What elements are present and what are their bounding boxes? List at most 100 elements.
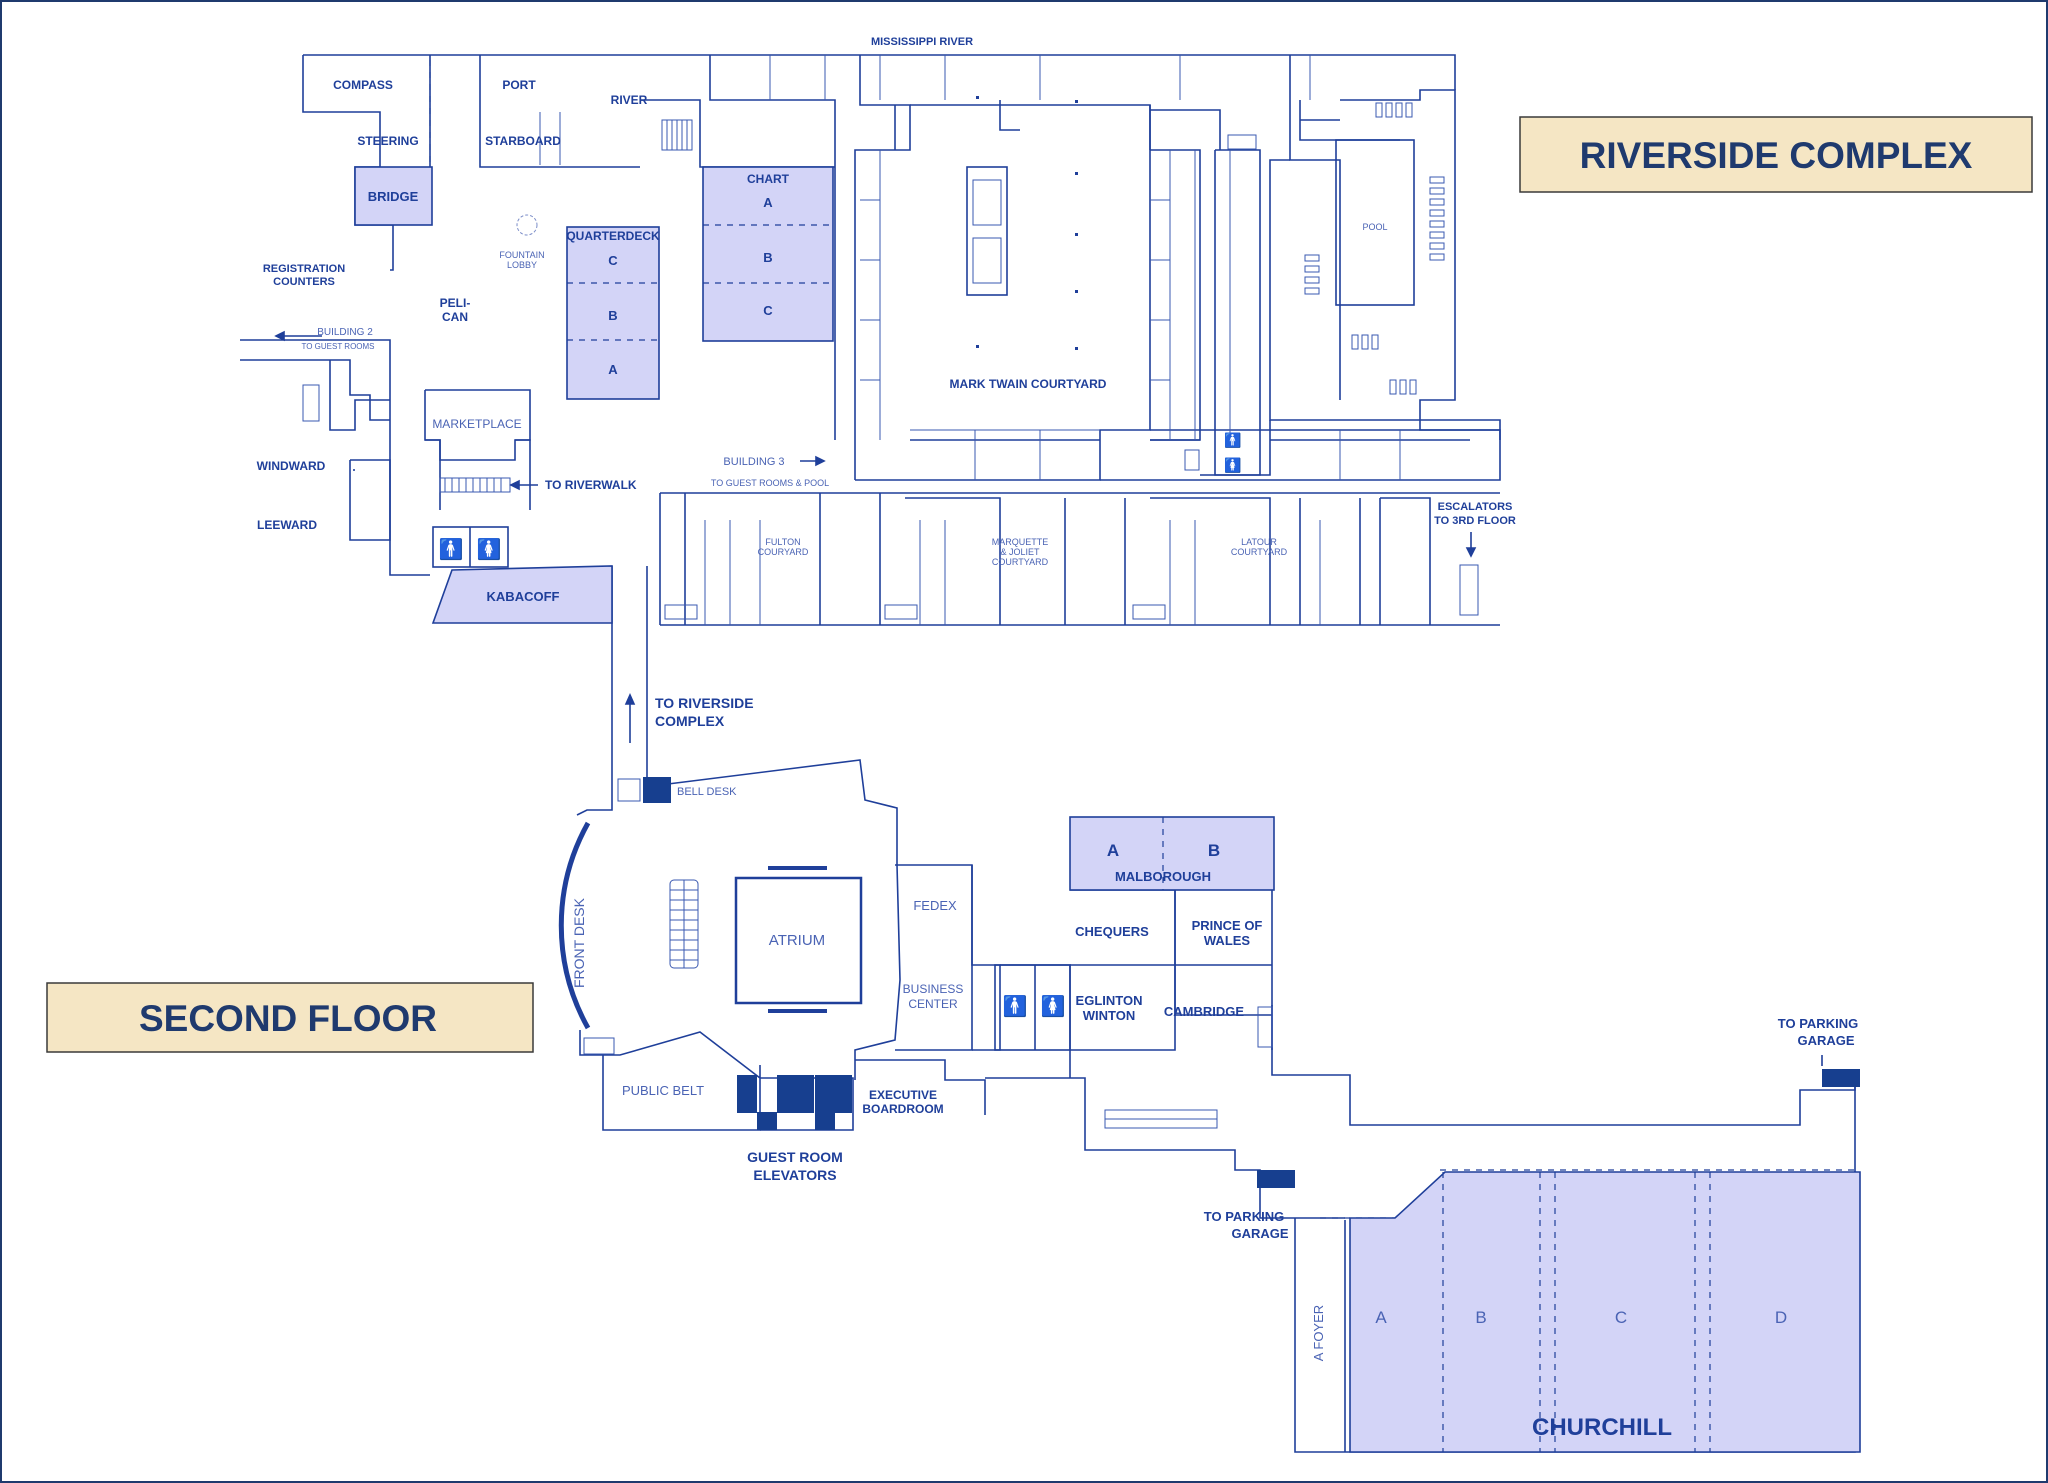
bell-desk-label: BELL DESK — [677, 786, 737, 798]
kabacoff-room[interactable] — [431, 565, 613, 624]
guest-room-elevators[interactable] — [737, 1075, 852, 1130]
business-line1[interactable]: BUSINESS — [903, 982, 964, 996]
malborough-b[interactable]: B — [1208, 841, 1220, 860]
bridge-label[interactable]: BRIDGE — [368, 189, 419, 204]
fountain-lobby-line2: LOBBY — [507, 260, 537, 270]
executive-line1[interactable]: EXECUTIVE — [869, 1088, 937, 1102]
riverside-title: RIVERSIDE COMPLEX — [1580, 135, 1973, 176]
building2-line2: TO GUEST ROOMS — [301, 342, 374, 351]
business-line2[interactable]: CENTER — [908, 997, 958, 1011]
corridor-escalator — [1104, 1109, 1218, 1129]
parking-garage-door-2 — [1822, 1069, 1860, 1087]
atrium-escalator — [669, 879, 699, 969]
churchill-a[interactable]: A — [1375, 1308, 1387, 1327]
pool-lockers — [1304, 102, 1445, 395]
second-floor-title-box: SECOND FLOOR — [46, 982, 534, 1053]
fountain-lobby-line1: FOUNTAIN — [499, 250, 544, 260]
marquette-line2: & JOLIET — [1000, 547, 1040, 557]
kabacoff-label[interactable]: KABACOFF — [487, 589, 560, 604]
leeward-label[interactable]: LEEWARD — [257, 518, 317, 532]
second-floor-title: SECOND FLOOR — [139, 998, 437, 1039]
river-label: MISSISSIPPI RIVER — [871, 36, 973, 48]
riverside-stairs — [302, 119, 1479, 620]
churchill-c[interactable]: C — [1615, 1308, 1627, 1327]
malborough-label[interactable]: MALBOROUGH — [1115, 869, 1211, 884]
executive-line2[interactable]: BOARDROOM — [862, 1102, 943, 1116]
courtyard-feature — [966, 166, 1008, 296]
marketplace-label[interactable]: MARKETPLACE — [432, 417, 521, 431]
prince-line1[interactable]: PRINCE OF — [1192, 918, 1263, 933]
latour-line2: COURTYARD — [1231, 547, 1288, 557]
fedex-label[interactable]: FEDEX — [913, 898, 957, 913]
fulton-line1: FULTON — [765, 537, 800, 547]
elevators-line2: ELEVATORS — [753, 1167, 836, 1183]
parking-garage-door-1 — [1257, 1170, 1295, 1188]
to-riverside-line1: TO RIVERSIDE — [655, 695, 754, 711]
steering-label[interactable]: STEERING — [357, 134, 418, 148]
latour-line1: LATOUR — [1241, 537, 1277, 547]
cambridge-label[interactable]: CAMBRIDGE — [1164, 1004, 1244, 1019]
escalators-line1: ESCALATORS — [1438, 501, 1513, 513]
chart-label[interactable]: CHART — [747, 172, 790, 186]
bridge-room[interactable] — [354, 166, 433, 226]
malborough-a[interactable]: A — [1107, 841, 1119, 860]
men-restroom-icon-2: 🚹 — [1224, 432, 1241, 449]
escalators-line2: TO 3RD FLOOR — [1434, 515, 1516, 527]
prince-line2[interactable]: WALES — [1204, 933, 1251, 948]
churchill-label[interactable]: CHURCHILL — [1532, 1414, 1672, 1441]
fulton-line2: COURYARD — [758, 547, 809, 557]
chequers-label[interactable]: CHEQUERS — [1075, 924, 1149, 939]
riverside-walls — [240, 54, 1501, 795]
quarterdeck-c[interactable]: C — [608, 253, 618, 268]
atrium-label: ATRIUM — [769, 932, 825, 949]
parking-top-line2: GARAGE — [1797, 1033, 1854, 1048]
chart-a[interactable]: A — [763, 195, 773, 210]
building3-label: BUILDING 3 — [723, 456, 784, 468]
men-restroom-icon: 🚹 — [439, 537, 464, 561]
churchill-b[interactable]: B — [1475, 1308, 1486, 1327]
front-desk-label[interactable]: FRONT DESK — [571, 897, 587, 988]
to-riverwalk-label: TO RIVERWALK — [545, 478, 637, 492]
fountain-icon — [516, 214, 538, 236]
quarterdeck-room[interactable] — [566, 226, 660, 400]
parking-mid-line1: TO PARKING — [1204, 1209, 1284, 1224]
eglinton-line2[interactable]: WINTON — [1083, 1008, 1135, 1023]
front-desk-arc — [558, 821, 591, 1030]
pelican-line1[interactable]: PELI- — [440, 296, 471, 310]
pool-label: POOL — [1362, 222, 1387, 232]
pelican-line2[interactable]: CAN — [442, 310, 468, 324]
elevators-line1: GUEST ROOM — [747, 1149, 843, 1165]
quarterdeck-a[interactable]: A — [608, 362, 618, 377]
building3-sub: TO GUEST ROOMS & POOL — [711, 478, 829, 488]
bell-desk-block — [643, 777, 671, 803]
public-belt-label[interactable]: PUBLIC BELT — [622, 1083, 704, 1098]
riverside-arrows — [274, 330, 1477, 743]
eglinton-line1[interactable]: EGLINTON — [1076, 993, 1143, 1008]
second-floor-restrooms: 🚹 🚺 — [994, 964, 1071, 1051]
churchill-room[interactable] — [1349, 1171, 1861, 1453]
marquette-line3: COURTYARD — [992, 557, 1049, 567]
to-riverside-line2: COMPLEX — [655, 713, 725, 729]
atrium-box — [734, 876, 863, 1005]
chart-b[interactable]: B — [763, 250, 772, 265]
starboard-label[interactable]: STARBOARD — [485, 134, 561, 148]
registration-line2: COUNTERS — [273, 276, 335, 288]
women-restroom-icon-3: 🚺 — [1041, 994, 1066, 1018]
port-label[interactable]: PORT — [502, 78, 536, 92]
quarterdeck-b[interactable]: B — [608, 308, 617, 323]
windward-label[interactable]: WINDWARD — [257, 459, 326, 473]
pool-outline — [1335, 139, 1415, 306]
chart-room[interactable] — [702, 166, 834, 342]
riverside-title-box: RIVERSIDE COMPLEX — [1519, 116, 2033, 193]
chart-c[interactable]: C — [763, 303, 773, 318]
compass-label[interactable]: COMPASS — [333, 78, 393, 92]
malborough-room[interactable] — [1069, 816, 1275, 891]
women-restroom-icon-2: 🚺 — [1224, 457, 1241, 474]
building2-line1: BUILDING 2 — [317, 327, 373, 338]
men-restroom-icon-3: 🚹 — [1003, 994, 1028, 1018]
river-room-label[interactable]: RIVER — [611, 93, 648, 107]
riverwalk-escalator — [439, 477, 511, 493]
churchill-d[interactable]: D — [1775, 1308, 1787, 1327]
quarterdeck-label[interactable]: QUARTERDECK — [566, 229, 660, 243]
